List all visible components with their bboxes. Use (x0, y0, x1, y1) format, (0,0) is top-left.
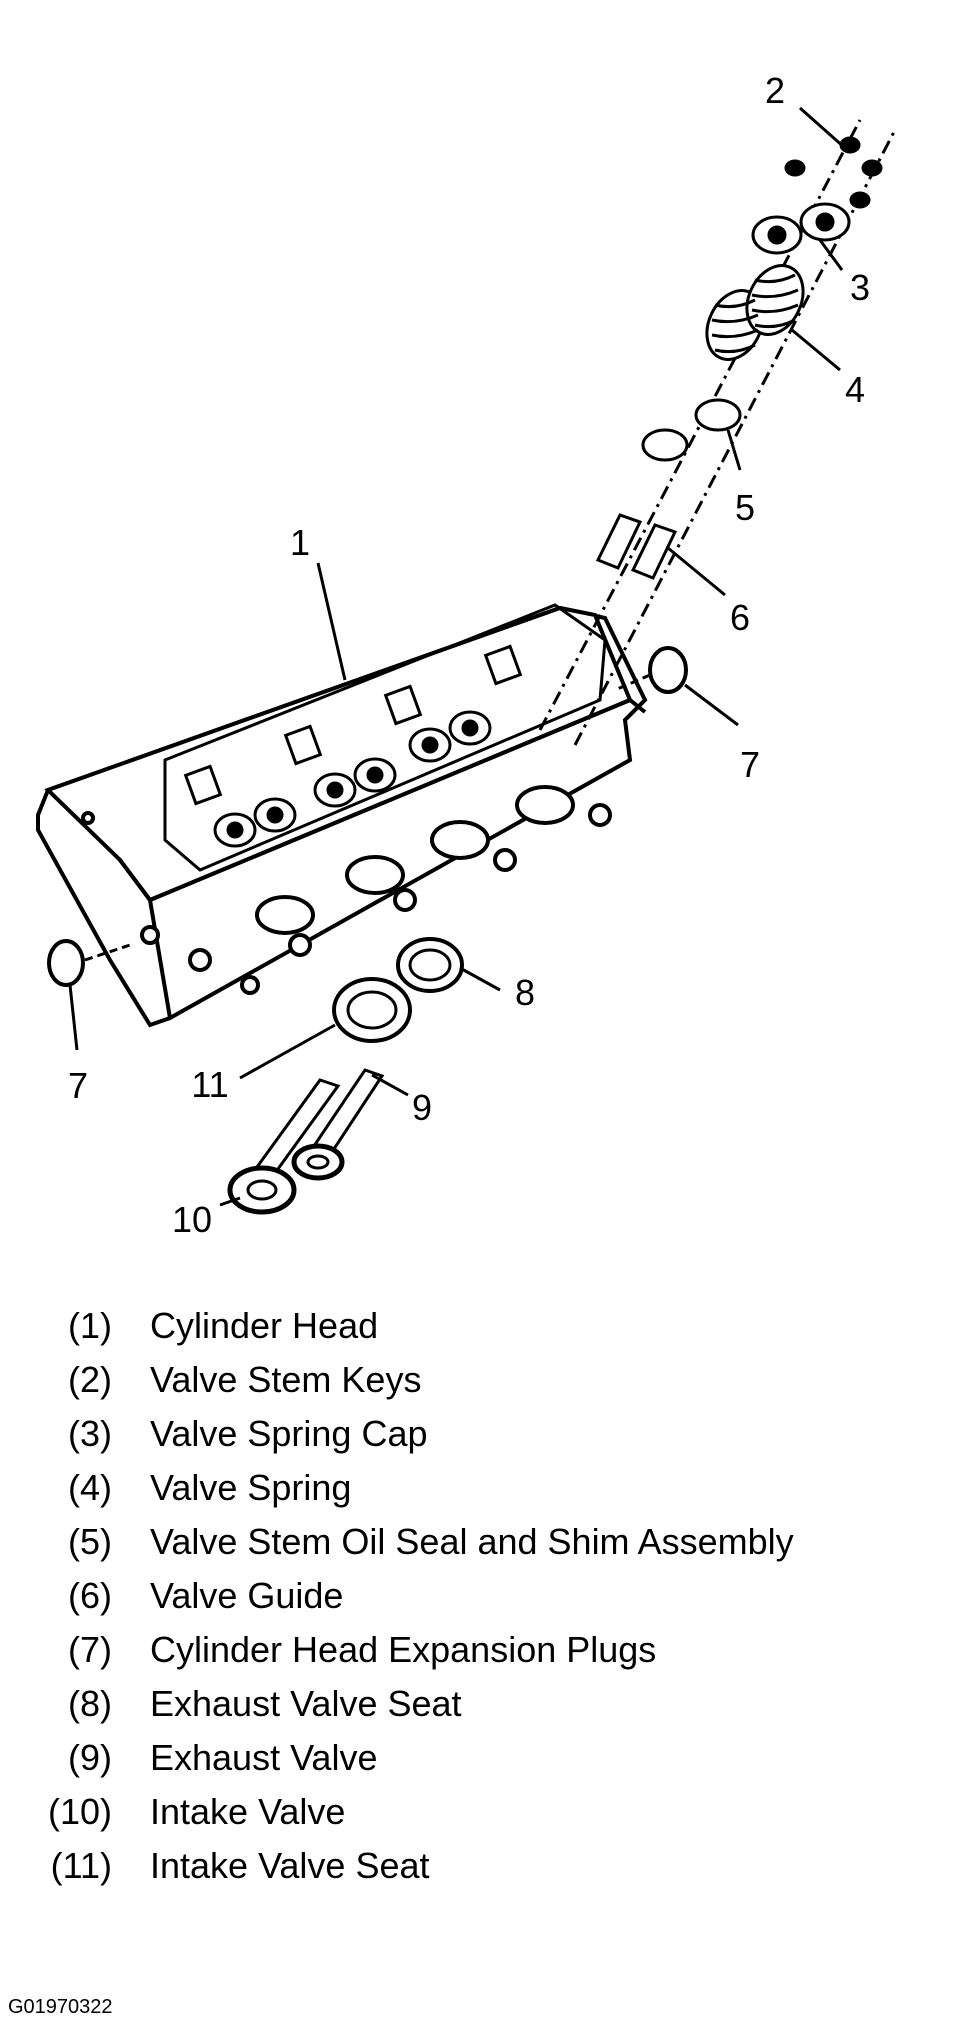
legend-number: (10) (47, 1791, 112, 1832)
callout-5: 5 (735, 487, 755, 528)
figure-id: G01970322 (8, 1996, 113, 2018)
leader-lines (68, 106, 846, 1207)
legend-label: Valve Guide (150, 1575, 344, 1616)
legend-item: (6) Valve Guide (0, 1570, 954, 1622)
cylinder-head (36, 603, 648, 1028)
legend-label: Valve Stem Keys (150, 1359, 422, 1400)
legend-number: (4) (68, 1467, 112, 1508)
legend-number: (1) (68, 1305, 112, 1346)
callout-1: 1 (290, 522, 310, 563)
legend-item: (4) Valve Spring (0, 1462, 954, 1514)
callout-7-right: 7 (740, 744, 760, 785)
legend-item: (1) Cylinder Head (0, 1300, 954, 1352)
expansion-plugs (47, 646, 688, 987)
callout-10: 10 (172, 1199, 212, 1240)
legend-item: (9) Exhaust Valve (0, 1732, 954, 1784)
legend-number: (5) (68, 1521, 112, 1562)
legend-label: Valve Stem Oil Seal and Shim Assembly (150, 1521, 794, 1562)
installed-springs (183, 644, 523, 848)
legend-number: (8) (68, 1683, 112, 1724)
legend-label: Valve Spring (150, 1467, 352, 1508)
legend-item: (8) Exhaust Valve Seat (0, 1678, 954, 1730)
callout-8: 8 (515, 972, 535, 1013)
callout-7-left: 7 (68, 1065, 88, 1106)
legend-item: (3) Valve Spring Cap (0, 1408, 954, 1460)
legend-number: (7) (68, 1629, 112, 1670)
legend-number: (11) (50, 1845, 112, 1886)
legend-label: Cylinder Head (150, 1305, 379, 1346)
callout-3: 3 (850, 267, 870, 308)
legend-number: (9) (68, 1737, 112, 1778)
valves-and-seats (227, 937, 464, 1215)
legend-label: Cylinder Head Expansion Plugs (150, 1629, 657, 1670)
callout-11: 11 (191, 1064, 228, 1105)
legend-number: (2) (68, 1359, 112, 1400)
callout-9: 9 (412, 1087, 432, 1128)
exploded-diagram: 1 2 3 4 5 6 7 7 8 9 10 11 (36, 70, 897, 1240)
legend-item: (10) Intake Valve (0, 1786, 954, 1838)
legend-number: (3) (68, 1413, 112, 1454)
callout-6: 6 (730, 597, 750, 638)
callout-4: 4 (845, 369, 865, 410)
legend-label: Exhaust Valve Seat (150, 1683, 462, 1724)
legend-item: (11) Intake Valve Seat (0, 1840, 954, 1892)
legend-item: (7) Cylinder Head Expansion Plugs (0, 1624, 954, 1676)
legend-label: Valve Spring Cap (150, 1413, 428, 1454)
legend-item: (5) Valve Stem Oil Seal and Shim Assembl… (0, 1516, 954, 1568)
legend-item: (2) Valve Stem Keys (0, 1354, 954, 1406)
valve-train-parts (538, 119, 897, 746)
legend-label: Intake Valve (150, 1791, 346, 1832)
callout-2: 2 (765, 70, 785, 111)
legend-label: Exhaust Valve (150, 1737, 378, 1778)
legend-label: Intake Valve Seat (150, 1845, 430, 1886)
legend-number: (6) (68, 1575, 112, 1616)
